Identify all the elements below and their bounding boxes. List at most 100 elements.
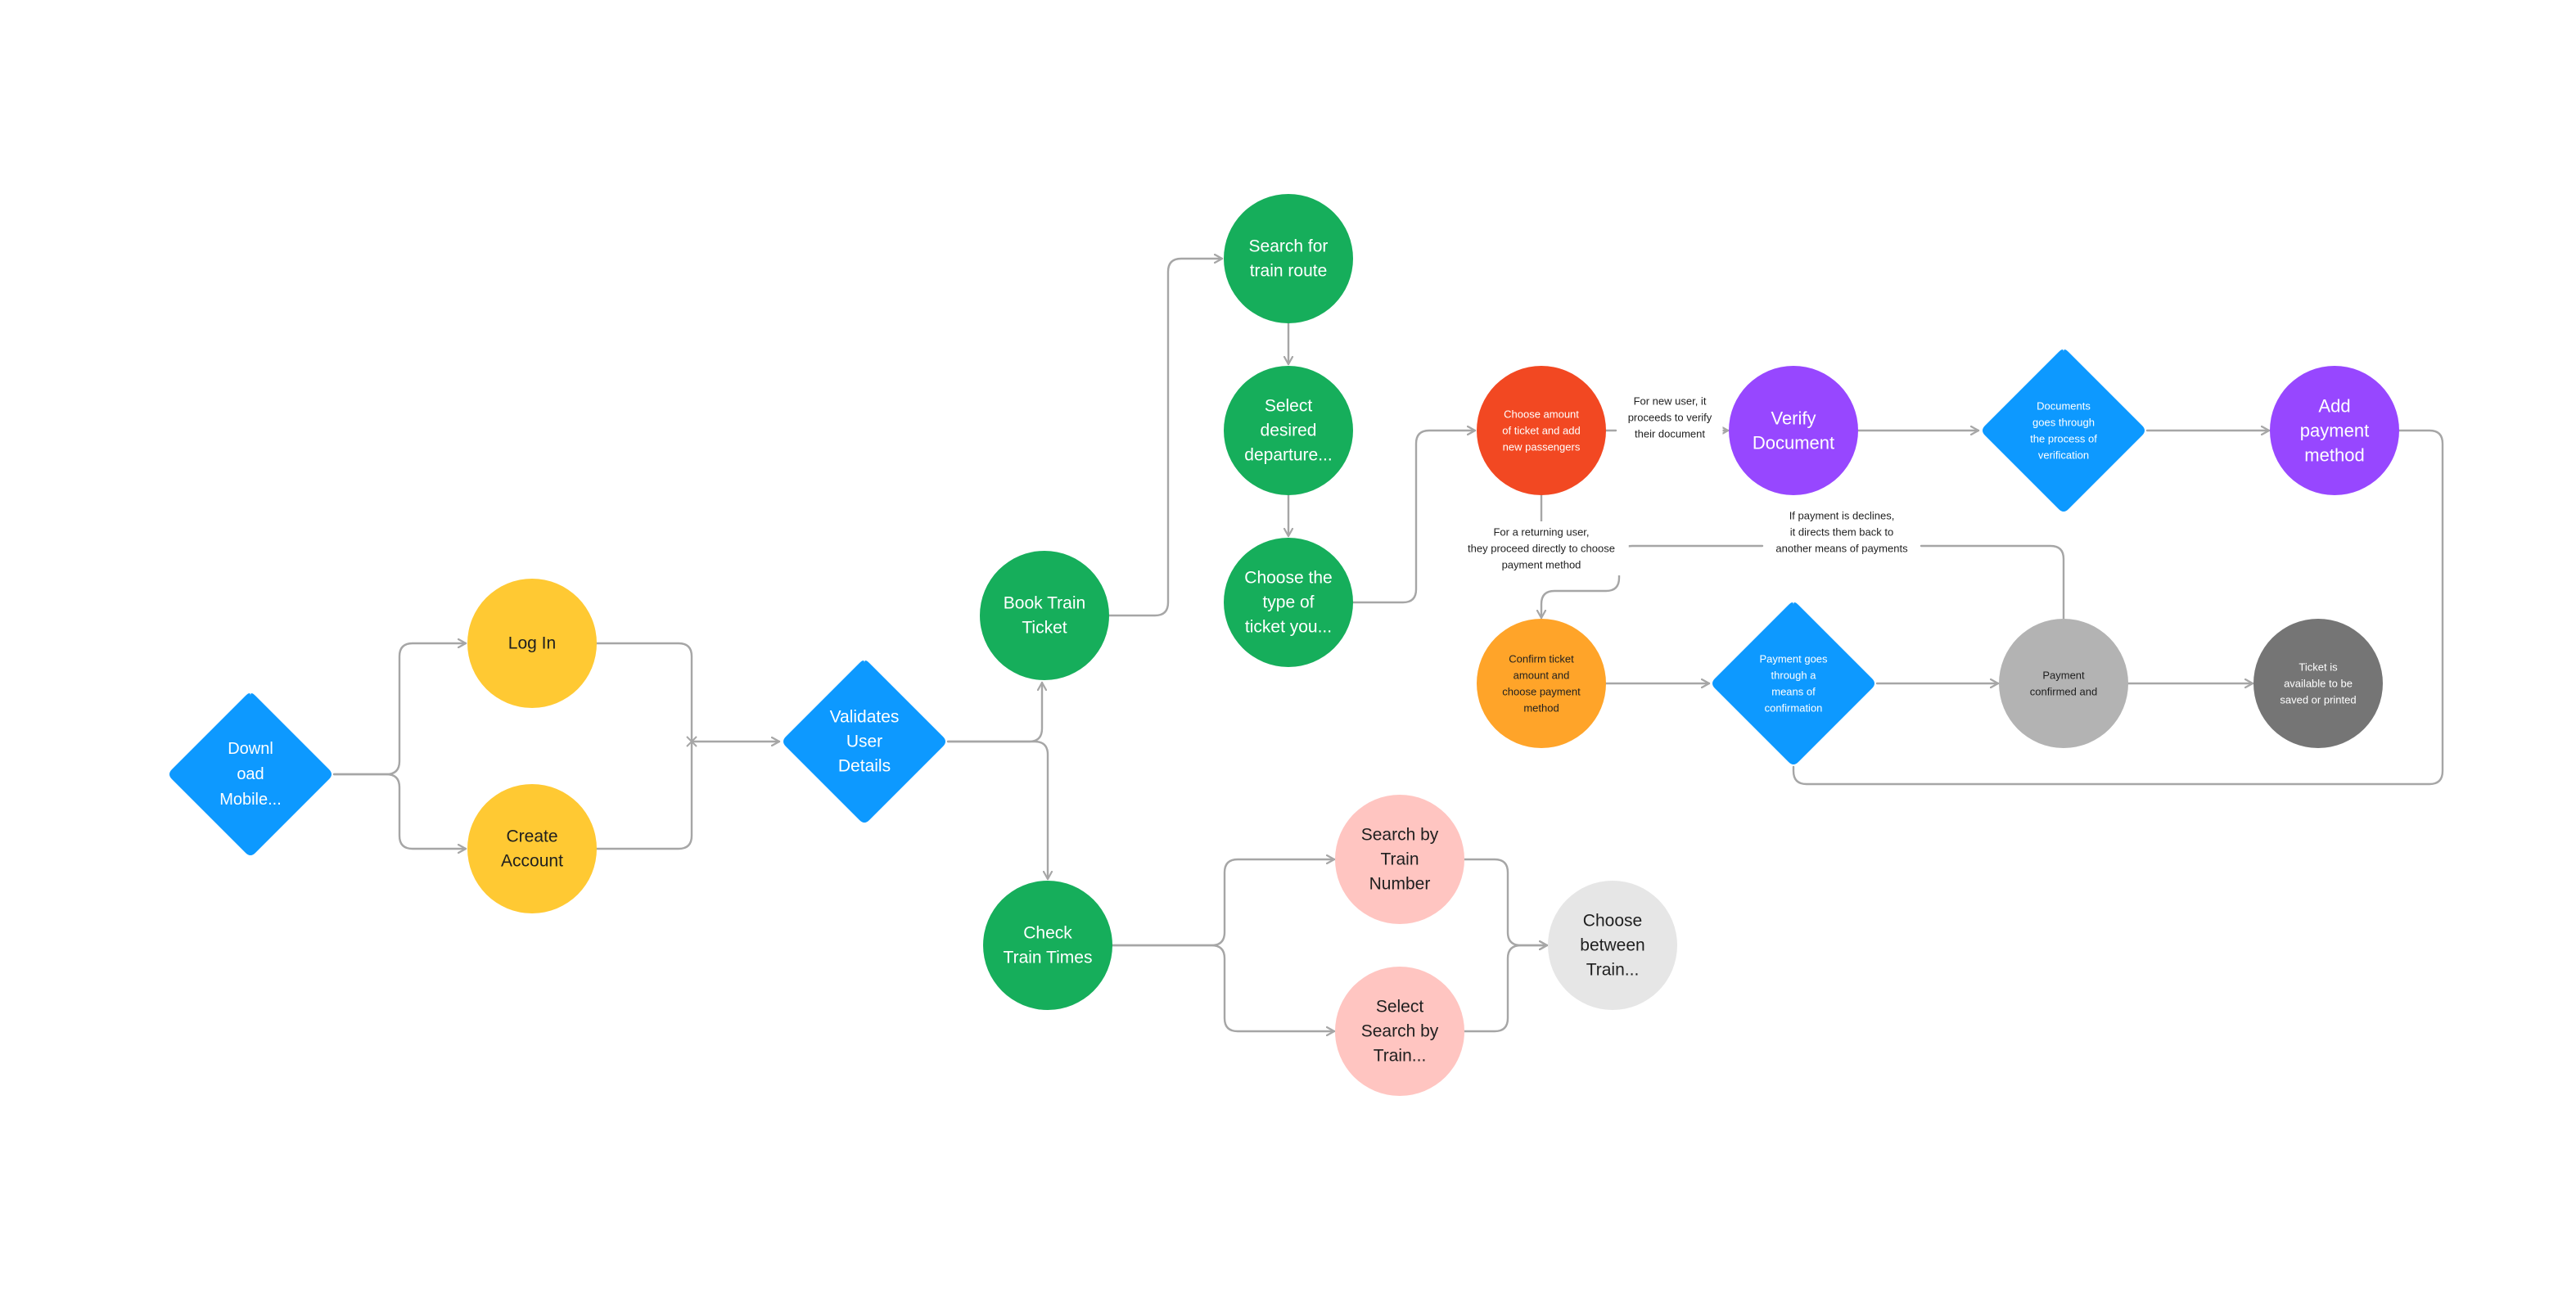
node-label-line: Search for: [1249, 237, 1329, 256]
node-label-line: Account: [501, 852, 563, 871]
connector-arrow: [1920, 544, 2065, 620]
connector-label-line: their document: [1635, 428, 1705, 440]
connector-arrow: [1463, 858, 1549, 945]
node-shape-diamond: [1712, 602, 1874, 764]
node-shape-circle: [467, 784, 597, 913]
node-label-line: Select: [1265, 397, 1313, 416]
node-label-line: Mobile...: [219, 791, 282, 809]
connector-label-line: If payment is declines,: [1789, 510, 1895, 522]
node-label-line: Downl: [228, 740, 273, 758]
node-label-line: goes through: [2032, 417, 2095, 429]
node-label-line: means of: [1771, 686, 1816, 698]
node-label-line: confirmed and: [2030, 686, 2097, 698]
node-label-line: desired: [1261, 422, 1317, 440]
node-label-line: payment: [2300, 421, 2369, 441]
node-label-line: Choose amount: [1504, 408, 1579, 421]
node-label-line: confirmation: [1765, 702, 1823, 715]
node-choose-amount[interactable]: Choose amount of ticket and add new passen…: [1477, 366, 1606, 495]
node-shape-circle: [1729, 366, 1858, 495]
node-label-line: Train Times: [1004, 949, 1093, 967]
connector-arrow: [1111, 859, 1336, 947]
node-log-in[interactable]: Log In: [467, 579, 597, 708]
node-choose-between-train[interactable]: ChoosebetweenTrain...: [1548, 881, 1677, 1010]
node-label-line: Check: [1023, 924, 1072, 943]
node-shape-circle: [1335, 795, 1464, 924]
connector-label-line: For a returning user,: [1493, 526, 1589, 539]
node-label-line: Create: [506, 827, 557, 846]
node-label-line: verification: [2038, 449, 2089, 462]
connector-arrow: [1111, 944, 1336, 1031]
node-label-line: between: [1580, 936, 1644, 955]
node-label-line: the process of: [2030, 433, 2097, 445]
connector-label-line: it directs them back to: [1790, 526, 1893, 539]
connector-arrow: [332, 643, 467, 776]
node-label-line: Confirm ticket: [1509, 653, 1574, 665]
node-label-line: Select: [1376, 998, 1424, 1017]
connector-label-line: payment method: [1502, 559, 1581, 571]
node-label-line: method: [1523, 702, 1559, 715]
node-label-line: Document: [1753, 433, 1834, 453]
node-label-line: Documents: [2037, 400, 2091, 413]
node-label-line: Payment goes: [1759, 653, 1828, 665]
node-label-line: Search by: [1361, 826, 1439, 845]
connector-arrow: [946, 740, 1048, 881]
node-label-line: method: [2304, 445, 2364, 466]
connector-label-line: they proceed directly to choose: [1468, 543, 1615, 555]
node-label-line: type of: [1262, 593, 1314, 612]
node-label-line: Train...: [1586, 961, 1640, 980]
connector-arrow: [1108, 259, 1224, 617]
node-shape-circle: [1477, 619, 1606, 748]
node-shape-circle: [1224, 366, 1353, 495]
node-shape-circle: [1999, 619, 2128, 748]
node-shape-circle: [983, 881, 1112, 1010]
node-shape-circle: [467, 579, 597, 708]
node-label-line: Ticket is: [2299, 661, 2338, 674]
node-label-line: through a: [1771, 670, 1817, 682]
connector-label-returning-user: For a returning user, they proceed direct…: [1454, 521, 1629, 575]
node-label-line: of ticket and add: [1502, 425, 1580, 437]
node-shape-circle: [980, 551, 1109, 680]
node-label-line: ticket you...: [1245, 618, 1332, 637]
node-documents-verification[interactable]: Documents goes through the process of verif…: [1983, 349, 2145, 512]
node-label-line: departure...: [1244, 446, 1332, 465]
connector-arrow: [595, 642, 693, 850]
connectors: [332, 259, 2444, 1033]
node-label-line: choose payment: [1502, 686, 1581, 698]
node-shape-circle: [1224, 194, 1353, 323]
node-label-line: oad: [237, 765, 264, 783]
node-label-line: Train: [1380, 850, 1419, 869]
node-payment-confirmation[interactable]: Payment goes through a means of confirmatio…: [1712, 602, 1874, 764]
node-label-line: User: [846, 733, 882, 751]
node-shape-circle: [1477, 366, 1606, 495]
node-shape-circle: [1335, 967, 1464, 1096]
node-shape-circle: [1548, 881, 1677, 1010]
node-download-mobile[interactable]: Downl oadMobile...: [169, 693, 332, 855]
node-label-line: new passengers: [1503, 441, 1581, 453]
node-search-train-route[interactable]: Search for train route: [1224, 194, 1353, 323]
node-label-line: Verify: [1771, 408, 1816, 429]
node-shape-circle: [1224, 538, 1353, 667]
connector-arrow: [946, 681, 1042, 743]
connector-label-payment-declines: If payment is declines, it directs them b…: [1770, 505, 1914, 559]
node-label-line: Validates: [830, 708, 900, 727]
node-label-line: Log In: [508, 634, 556, 653]
node-label-line: train route: [1250, 262, 1328, 281]
connector-arrow: [1463, 945, 1549, 1033]
connector-arrow: [1351, 431, 1477, 604]
connector-arrow: [332, 773, 467, 849]
node-select-departure[interactable]: Select desired departure...: [1224, 366, 1353, 495]
